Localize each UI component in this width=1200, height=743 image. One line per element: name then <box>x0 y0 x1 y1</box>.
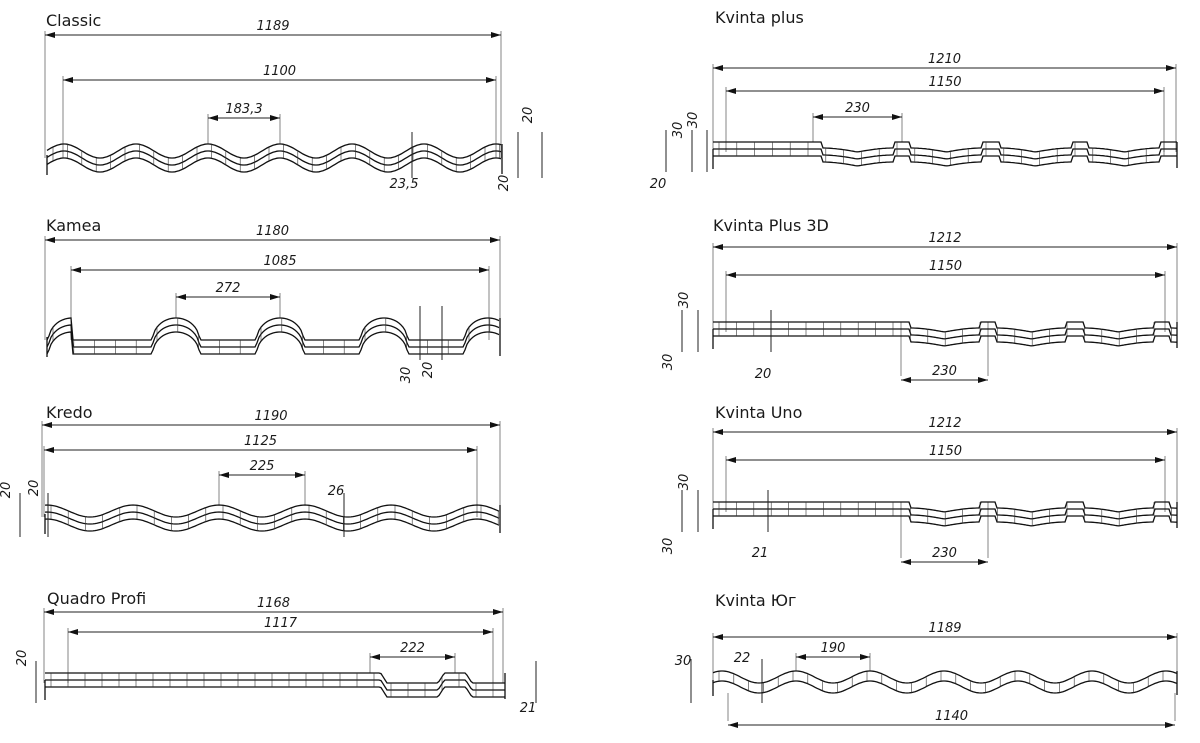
profile-outline <box>713 321 1178 333</box>
effective-width-dimension-label: 1150 <box>928 75 961 90</box>
overall-width-dimension-label: 1180 <box>256 224 289 239</box>
profile-outline <box>45 679 505 691</box>
profile-outline <box>46 150 502 166</box>
step-dimension-label: 222 <box>400 641 425 656</box>
profile-outline <box>44 511 500 525</box>
height-dimension-label: 20 <box>650 177 667 192</box>
effective-width-dimension-label: 1100 <box>263 64 296 79</box>
overall-width-dimension-label: 1190 <box>254 409 287 424</box>
height-dimension-label: 21 <box>520 701 537 716</box>
profile-outline <box>44 518 500 532</box>
overall-width-dimension-label: 1189 <box>928 621 961 636</box>
step-dimension-label: 225 <box>250 459 275 474</box>
profile-outline <box>713 155 1177 167</box>
height-dimension-label: 20 <box>497 175 512 192</box>
height-dimension-label: 21 <box>752 546 769 561</box>
profile-outline <box>713 515 1178 527</box>
height-dimension-label: 30 <box>661 354 676 371</box>
step-dimension-label: 190 <box>821 641 846 656</box>
height-dimension-label: 20 <box>421 362 436 379</box>
step-dimension-label: 272 <box>216 281 241 296</box>
profile-outline <box>712 670 1178 684</box>
profile-kvinta-юг: Kvinta Юг 1189 1140 190 30 22 <box>675 591 1178 728</box>
height-dimension-label: 30 <box>675 654 692 669</box>
profile-outline <box>713 501 1178 513</box>
profile-outline <box>712 680 1178 694</box>
profile-title: Kvinta Plus 3D <box>713 216 829 235</box>
height-dimension-label: 22 <box>734 651 751 666</box>
overall-width-dimension-label: 1210 <box>928 52 961 67</box>
profile-outline <box>713 335 1178 347</box>
profile-outline <box>46 317 500 341</box>
step-dimension-label: 183,3 <box>225 102 262 117</box>
step-dimension-label: 230 <box>932 546 957 561</box>
height-dimension-label: 20 <box>521 107 536 124</box>
height-dimension-label: 20 <box>15 650 30 667</box>
profile-title: Classic <box>46 11 101 30</box>
profile-outline <box>45 672 505 684</box>
profile-outline <box>713 141 1177 153</box>
effective-width-dimension-label: 1150 <box>929 444 962 459</box>
overall-width-dimension-label: 1189 <box>256 19 289 34</box>
effective-width-dimension-label: 1125 <box>244 434 277 449</box>
height-dimension-label: 30 <box>661 538 676 555</box>
profile-outline <box>46 143 502 159</box>
profile-outline <box>44 504 500 518</box>
effective-width-dimension-label: 1140 <box>935 709 968 724</box>
profile-title: Quadro Profi <box>47 589 146 608</box>
profile-outline <box>46 157 502 173</box>
height-dimension-label: 26 <box>328 484 345 499</box>
effective-width-dimension-label: 1150 <box>929 259 962 274</box>
profile-outline <box>46 324 500 348</box>
profile-kvinta-plus-3d: Kvinta Plus 3D 1212 1150 230 30 30 20 <box>661 216 1178 383</box>
overall-width-dimension-label: 1212 <box>928 416 961 431</box>
height-dimension-label: 30 <box>677 474 692 491</box>
profile-kamea: Kamea 1180 1085 272 30 20 <box>44 216 501 384</box>
profile-kredo: Kredo 1190 1125 225 20 20 26 <box>0 403 501 537</box>
profile-kvinta-uno: Kvinta Uno 1212 1150 230 30 30 21 <box>661 403 1178 565</box>
profile-classic: Classic 1189 1100 183,3 20 20 23,5 <box>44 11 543 192</box>
height-dimension-label: 23,5 <box>390 177 419 192</box>
profile-outline <box>45 686 505 698</box>
height-dimension-label: 30 <box>671 122 686 139</box>
height-dimension-label: 20 <box>0 482 14 499</box>
profile-title: Kvinta Uno <box>715 403 802 422</box>
profile-quadro-profi: Quadro Profi 1168 1117 222 20 21 <box>15 589 537 716</box>
step-dimension-label: 230 <box>845 101 870 116</box>
height-dimension-label: 20 <box>27 480 42 497</box>
height-dimension-label: 30 <box>677 292 692 309</box>
step-dimension-label: 230 <box>932 364 957 379</box>
profile-title: Kvinta Юг <box>715 591 796 610</box>
overall-width-dimension-label: 1212 <box>928 231 961 246</box>
profile-outline <box>46 331 500 355</box>
height-dimension-label: 30 <box>686 112 701 129</box>
profile-outline <box>713 148 1177 160</box>
overall-width-dimension-label: 1168 <box>257 596 290 611</box>
effective-width-dimension-label: 1085 <box>263 254 296 269</box>
height-dimension-label: 30 <box>399 367 414 384</box>
profile-title: Kamea <box>46 216 101 235</box>
profile-title: Kredo <box>46 403 93 422</box>
profile-title: Kvinta plus <box>715 8 804 27</box>
effective-width-dimension-label: 1117 <box>264 616 298 631</box>
height-dimension-label: 20 <box>755 367 772 382</box>
